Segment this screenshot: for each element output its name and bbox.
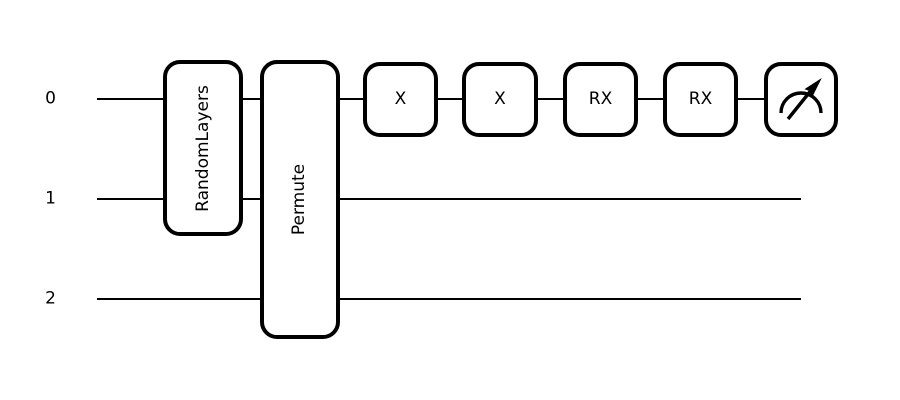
gate-randomlayers[interactable]: RandomLayers — [163, 60, 243, 236]
wire-label-1: 1 — [45, 188, 56, 209]
wire0-seg-f — [638, 98, 663, 100]
wire2-seg-a — [97, 298, 260, 300]
wire0-seg-g — [738, 98, 764, 100]
gate-label-rx-2: RX — [688, 89, 713, 109]
gate-rx-2[interactable]: RX — [663, 62, 738, 137]
wire1-seg-c — [340, 198, 801, 200]
wire0-seg-a — [97, 98, 163, 100]
gate-label-rx-1: RX — [588, 89, 613, 109]
wire1-seg-b — [243, 198, 260, 200]
wire0-seg-d — [438, 98, 462, 100]
gate-x-2[interactable]: X — [462, 62, 538, 137]
gate-x-1[interactable]: X — [363, 62, 438, 137]
wire-label-0: 0 — [45, 88, 56, 109]
wire2-seg-b — [340, 298, 801, 300]
measure-gauge-icon — [779, 77, 823, 120]
gate-measure[interactable] — [764, 62, 838, 137]
wire1-seg-a — [97, 198, 163, 200]
gate-label-x-1: X — [394, 89, 407, 109]
wire0-seg-b — [243, 98, 260, 100]
gate-label-randomlayers: RandomLayers — [192, 84, 213, 212]
wire0-seg-c — [340, 98, 363, 100]
gate-permute[interactable]: Permute — [260, 60, 340, 339]
wire-label-2: 2 — [45, 288, 56, 309]
gate-rx-1[interactable]: RX — [563, 62, 638, 137]
gate-label-permute: Permute — [289, 163, 310, 236]
gate-label-x-2: X — [494, 89, 506, 109]
wire0-seg-e — [538, 98, 563, 100]
